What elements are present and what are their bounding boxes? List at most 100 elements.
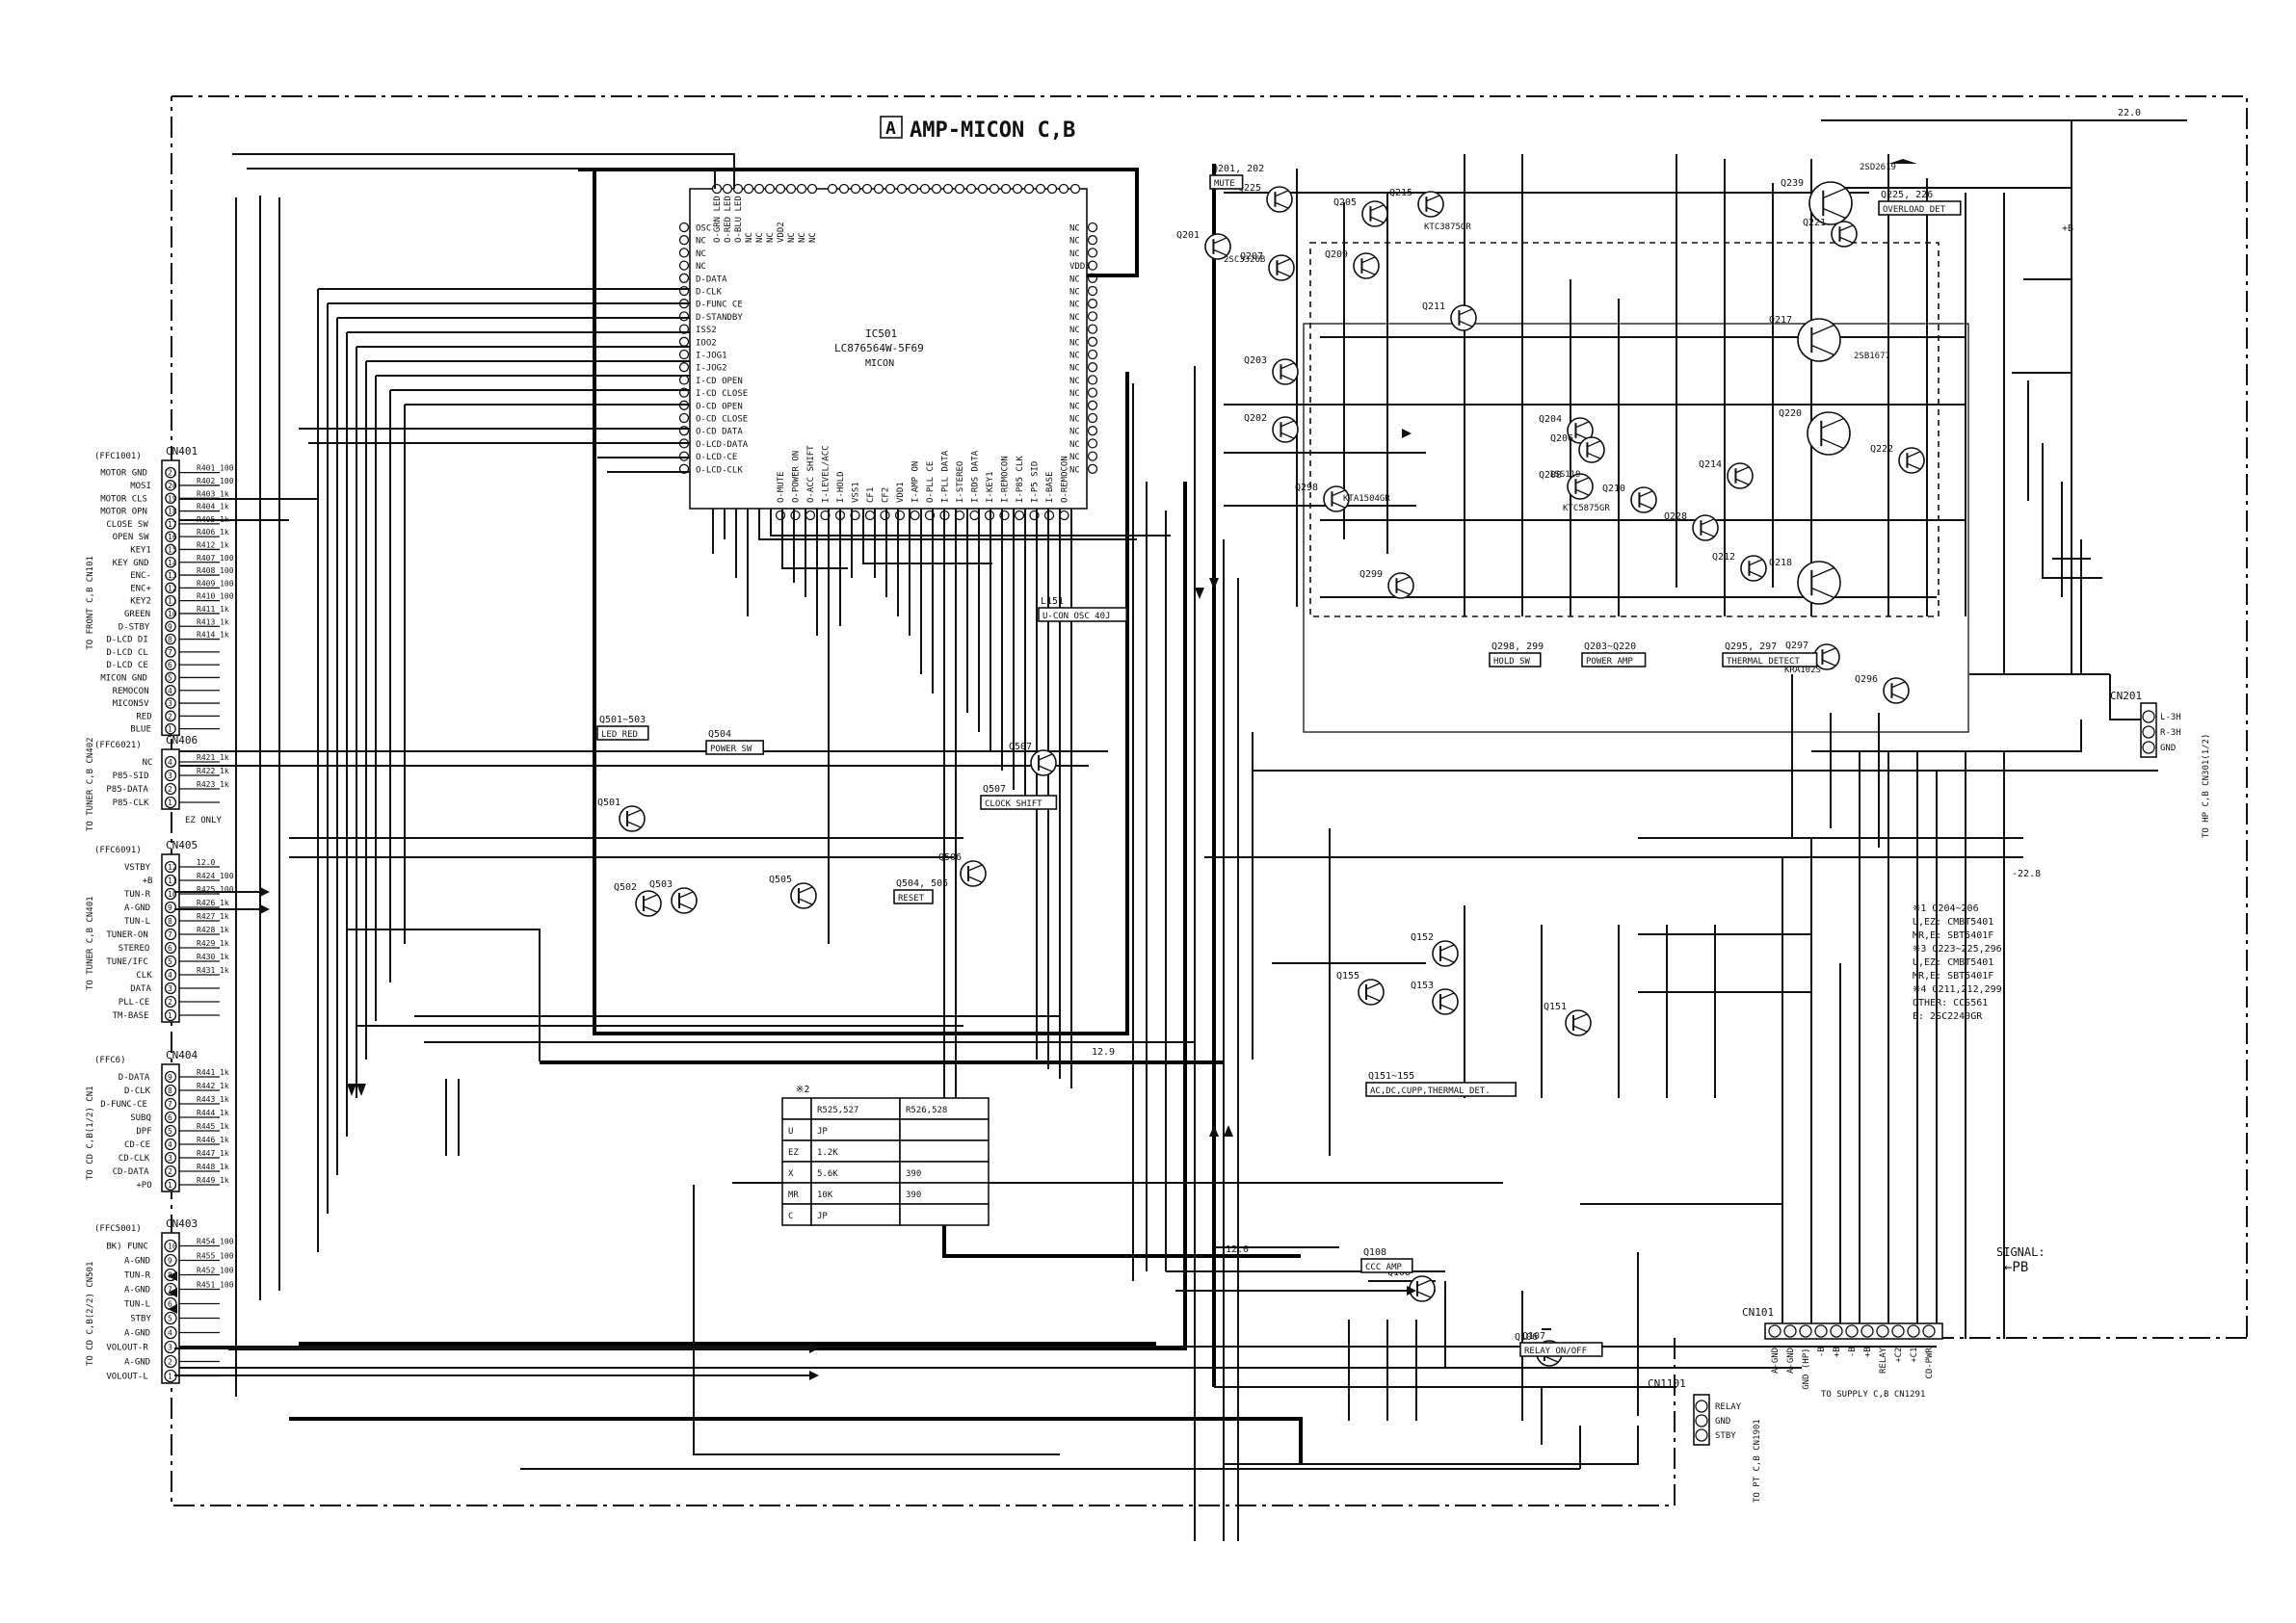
connector-model: (FFC5001) (94, 1224, 142, 1234)
ic-pin (1087, 260, 1098, 271)
connector-pin-number: 8 (168, 917, 172, 926)
resistor-label: R427 1k (197, 912, 229, 921)
ic-pin-name: I-CD CLOSE (696, 389, 748, 399)
connector-pin-name: CD-CE (124, 1140, 150, 1150)
connector-pin (165, 722, 176, 735)
connector-pin (164, 769, 177, 782)
transistor-collector (1439, 992, 1455, 1000)
connector-pin (164, 1253, 177, 1268)
connector-pin-number: 4 (168, 758, 172, 767)
transistor-emitter (1587, 452, 1601, 459)
function-name: POWER SW (710, 745, 752, 754)
connector-pin-name: D-DATA (119, 1073, 150, 1083)
resistor-label: R403 1k (197, 489, 229, 498)
resistor-label: R447 1k (197, 1149, 229, 1158)
connector-pin-name: D-CLK (124, 1086, 151, 1096)
connector-pin-name: TUN-L (124, 1300, 150, 1310)
function-name: OVERLOAD DET (1883, 205, 1946, 215)
connector-destination: TO HP C,B CN301(1/2) (2202, 734, 2211, 838)
transistor (1807, 411, 1851, 456)
connector-pin-number: 3 (168, 772, 172, 780)
ic-pin (1069, 183, 1081, 195)
function-name: RESET (898, 894, 925, 903)
function-box (893, 889, 934, 904)
transistor-emitter (1426, 206, 1440, 214)
ic-pin (910, 510, 920, 521)
note-line: ※4 Q211,212,299 (1913, 984, 2002, 995)
ic-pin (678, 324, 690, 334)
transistor-ref: Q507 (1009, 742, 1032, 752)
transistor (1417, 191, 1444, 218)
connector-pin-number: 13 (168, 571, 177, 580)
connector-pin (2142, 725, 2155, 739)
connector-pin (165, 633, 176, 645)
transistor (1578, 436, 1605, 463)
transistor-collector (1280, 362, 1295, 370)
transistor-collector (1639, 490, 1653, 498)
function-box (596, 725, 649, 741)
transistor-emitter (1416, 1291, 1432, 1298)
resistor-label: R406 1k (197, 528, 229, 537)
connector-pin-name: +B (143, 877, 153, 886)
transistor-emitter (1370, 216, 1385, 223)
ic-pin (796, 183, 807, 195)
connector-pin-name: CD-CLK (119, 1154, 150, 1164)
connector-pin (165, 531, 176, 542)
connector-pin-number: 1 (168, 1011, 172, 1020)
transistor (635, 890, 662, 917)
function-ref: Q151~155 (1368, 1071, 1414, 1082)
connector-pin-name: MICON5V (113, 699, 150, 709)
function-box (1878, 200, 1962, 216)
transistor-emitter (1907, 462, 1921, 470)
transistor-ref: Q204 (1539, 414, 1562, 425)
connector-pin (165, 466, 176, 479)
transistor-ref: Q221 (1803, 218, 1826, 228)
resistor-label: R407 100 (197, 554, 234, 563)
rail-voltage: 12.9 (1092, 1047, 1115, 1058)
connector-pin-name: CD-DATA (113, 1167, 150, 1177)
ic-pin-name: NC (766, 232, 776, 243)
connector-pin-number: 12 (168, 863, 177, 872)
ic-pin-name: I-P85 CLK (1016, 456, 1025, 503)
function-ref: Q298, 299 (1491, 641, 1544, 652)
transistor-collector (1811, 325, 1834, 336)
ic-pin (1087, 285, 1098, 297)
transistor-collector (1572, 1013, 1588, 1021)
rail-voltage: -22.8 (2012, 869, 2041, 879)
title-letter: A (885, 118, 896, 139)
ic-pin (806, 183, 818, 195)
ic-pin-name: VDD1 (896, 482, 906, 503)
connector-pin (1922, 1324, 1936, 1338)
connector-pin-number: 19 (168, 494, 177, 503)
transistor-emitter (1891, 693, 1906, 700)
function-ref: L151 (1041, 596, 1064, 607)
connector-pin-name: -B (1848, 1347, 1858, 1357)
function-name: POWER AMP (1586, 657, 1633, 667)
transistor (1266, 186, 1293, 213)
connector-pin-number: 2 (168, 998, 172, 1007)
ic-pin-name: D-CLK (696, 288, 723, 298)
connector-pin-name: OPEN SW (113, 533, 150, 542)
connector-pin (165, 480, 176, 491)
ic-pin (1059, 510, 1069, 521)
connector-pin-number: 15 (168, 545, 177, 554)
transistor-emitter (1275, 201, 1289, 209)
transistor-collector (1459, 308, 1473, 316)
transistor-collector (1396, 576, 1411, 584)
connector-pin-number: 1 (168, 725, 172, 734)
table-cell-text: C (788, 1212, 793, 1221)
title-letter-box (880, 116, 903, 139)
function-ref: Q501~503 (599, 715, 646, 725)
connector-pin-name: A-GND (124, 1329, 150, 1339)
function-box (1365, 1082, 1517, 1097)
ic-pin-name: I-REMOCON (1001, 456, 1011, 503)
part-number: KRA102S (1784, 666, 1821, 675)
connector-pin-name: MOTOR CLS (100, 494, 147, 504)
ic-pin-name: NC (798, 232, 807, 243)
function-box (980, 795, 1058, 810)
connector-pin (165, 710, 176, 722)
ic-pin-name: I-JOG2 (696, 364, 727, 374)
connector-pin-name: A-GND (1771, 1348, 1781, 1374)
